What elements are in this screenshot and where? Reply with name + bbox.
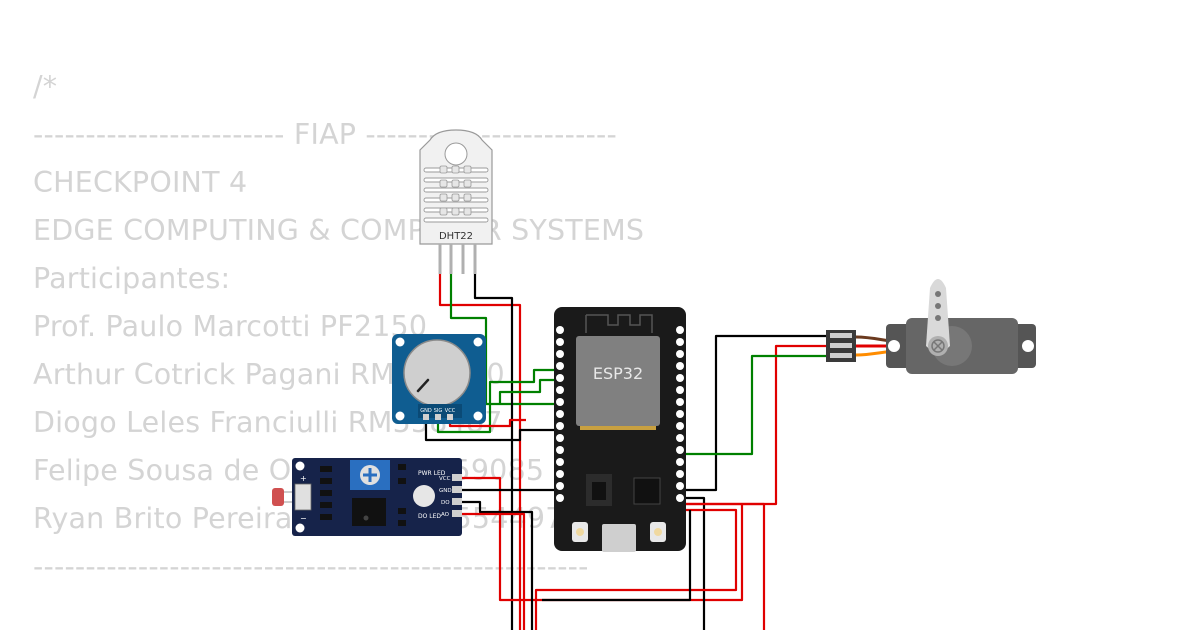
wire-pot-gnd[interactable] — [424, 418, 560, 442]
wire-esp-vin-rail[interactable] — [682, 502, 766, 630]
wire-servo-vcc[interactable] — [682, 344, 828, 506]
svg-text:+: + — [300, 474, 307, 483]
wire-esp-gnd-rail[interactable] — [682, 496, 706, 630]
wire-pot-sig-2[interactable] — [498, 378, 560, 404]
wire-servo-gnd[interactable] — [682, 334, 828, 492]
ldr-pin-gnd-label: GND — [439, 488, 452, 494]
dht22-sensor[interactable]: DHT22 — [419, 129, 493, 274]
comment-line-fiap: ------------------------ FIAP ----------… — [33, 118, 618, 151]
wire-esp-3v3-rail-2[interactable] — [542, 510, 692, 602]
comparator-chip — [352, 498, 386, 526]
comment-line-checkpoint: CHECKPOINT 4 — [33, 166, 248, 199]
ldr-do-led-label: DO LED — [418, 513, 441, 520]
pot-knob-indicator — [416, 378, 430, 393]
esp32-right-pins — [676, 326, 684, 502]
ldr-pin-ao-label: AO — [441, 512, 450, 518]
svg-text:−: − — [300, 514, 307, 523]
wire-dht-vcc[interactable] — [438, 272, 522, 630]
wire-dht-data[interactable] — [449, 272, 560, 406]
esp32-chip — [576, 336, 660, 426]
pot-pin-sig-label: SIG — [434, 408, 443, 414]
photoresistor — [272, 488, 284, 506]
esp32-left-pins — [556, 326, 564, 502]
comment-line-close: ----------------------------------------… — [33, 550, 589, 583]
comment-line-open: /* — [33, 70, 58, 103]
esp32-board[interactable]: ESP32 — [554, 307, 686, 552]
ldr-led — [413, 485, 435, 507]
wire-esp-3v3-rail[interactable] — [534, 508, 738, 630]
esp32-label: ESP32 — [593, 364, 643, 383]
comment-line-professor: Prof. Paulo Marcotti PF2150 — [33, 310, 428, 343]
wire-ldr-vcc[interactable] — [462, 476, 744, 602]
pot-pin-gnd-label: GND — [420, 408, 432, 414]
usb-port — [602, 524, 636, 552]
servo-motor[interactable] — [826, 279, 1036, 374]
potentiometer-module[interactable]: GND SIG VCC — [392, 334, 486, 424]
pot-pin-vcc-label: VCC — [445, 408, 456, 414]
ldr-pwr-led-label: PWR LED — [418, 470, 446, 477]
wires — [424, 272, 828, 630]
dht22-label: DHT22 — [439, 231, 473, 242]
wire-dht-gnd[interactable] — [473, 272, 514, 630]
ldr-pin-vcc-label: VCC — [439, 476, 451, 482]
wire-ldr-do[interactable] — [462, 500, 534, 630]
ldr-pin-do-label: DO — [441, 500, 450, 506]
pot-knob[interactable] — [403, 339, 471, 407]
comment-line-participants: Participantes: — [33, 262, 231, 295]
wire-servo-signal[interactable] — [682, 354, 828, 456]
comment-line-course: EDGE COMPUTING & COMPUTER SYSTEMS — [33, 214, 645, 247]
ldr-module[interactable]: + − PWR LED DO LED VCC GND DO AO — [272, 458, 462, 536]
wire-ldr-ao[interactable] — [462, 512, 526, 630]
wire-pot-sig[interactable] — [436, 368, 560, 434]
